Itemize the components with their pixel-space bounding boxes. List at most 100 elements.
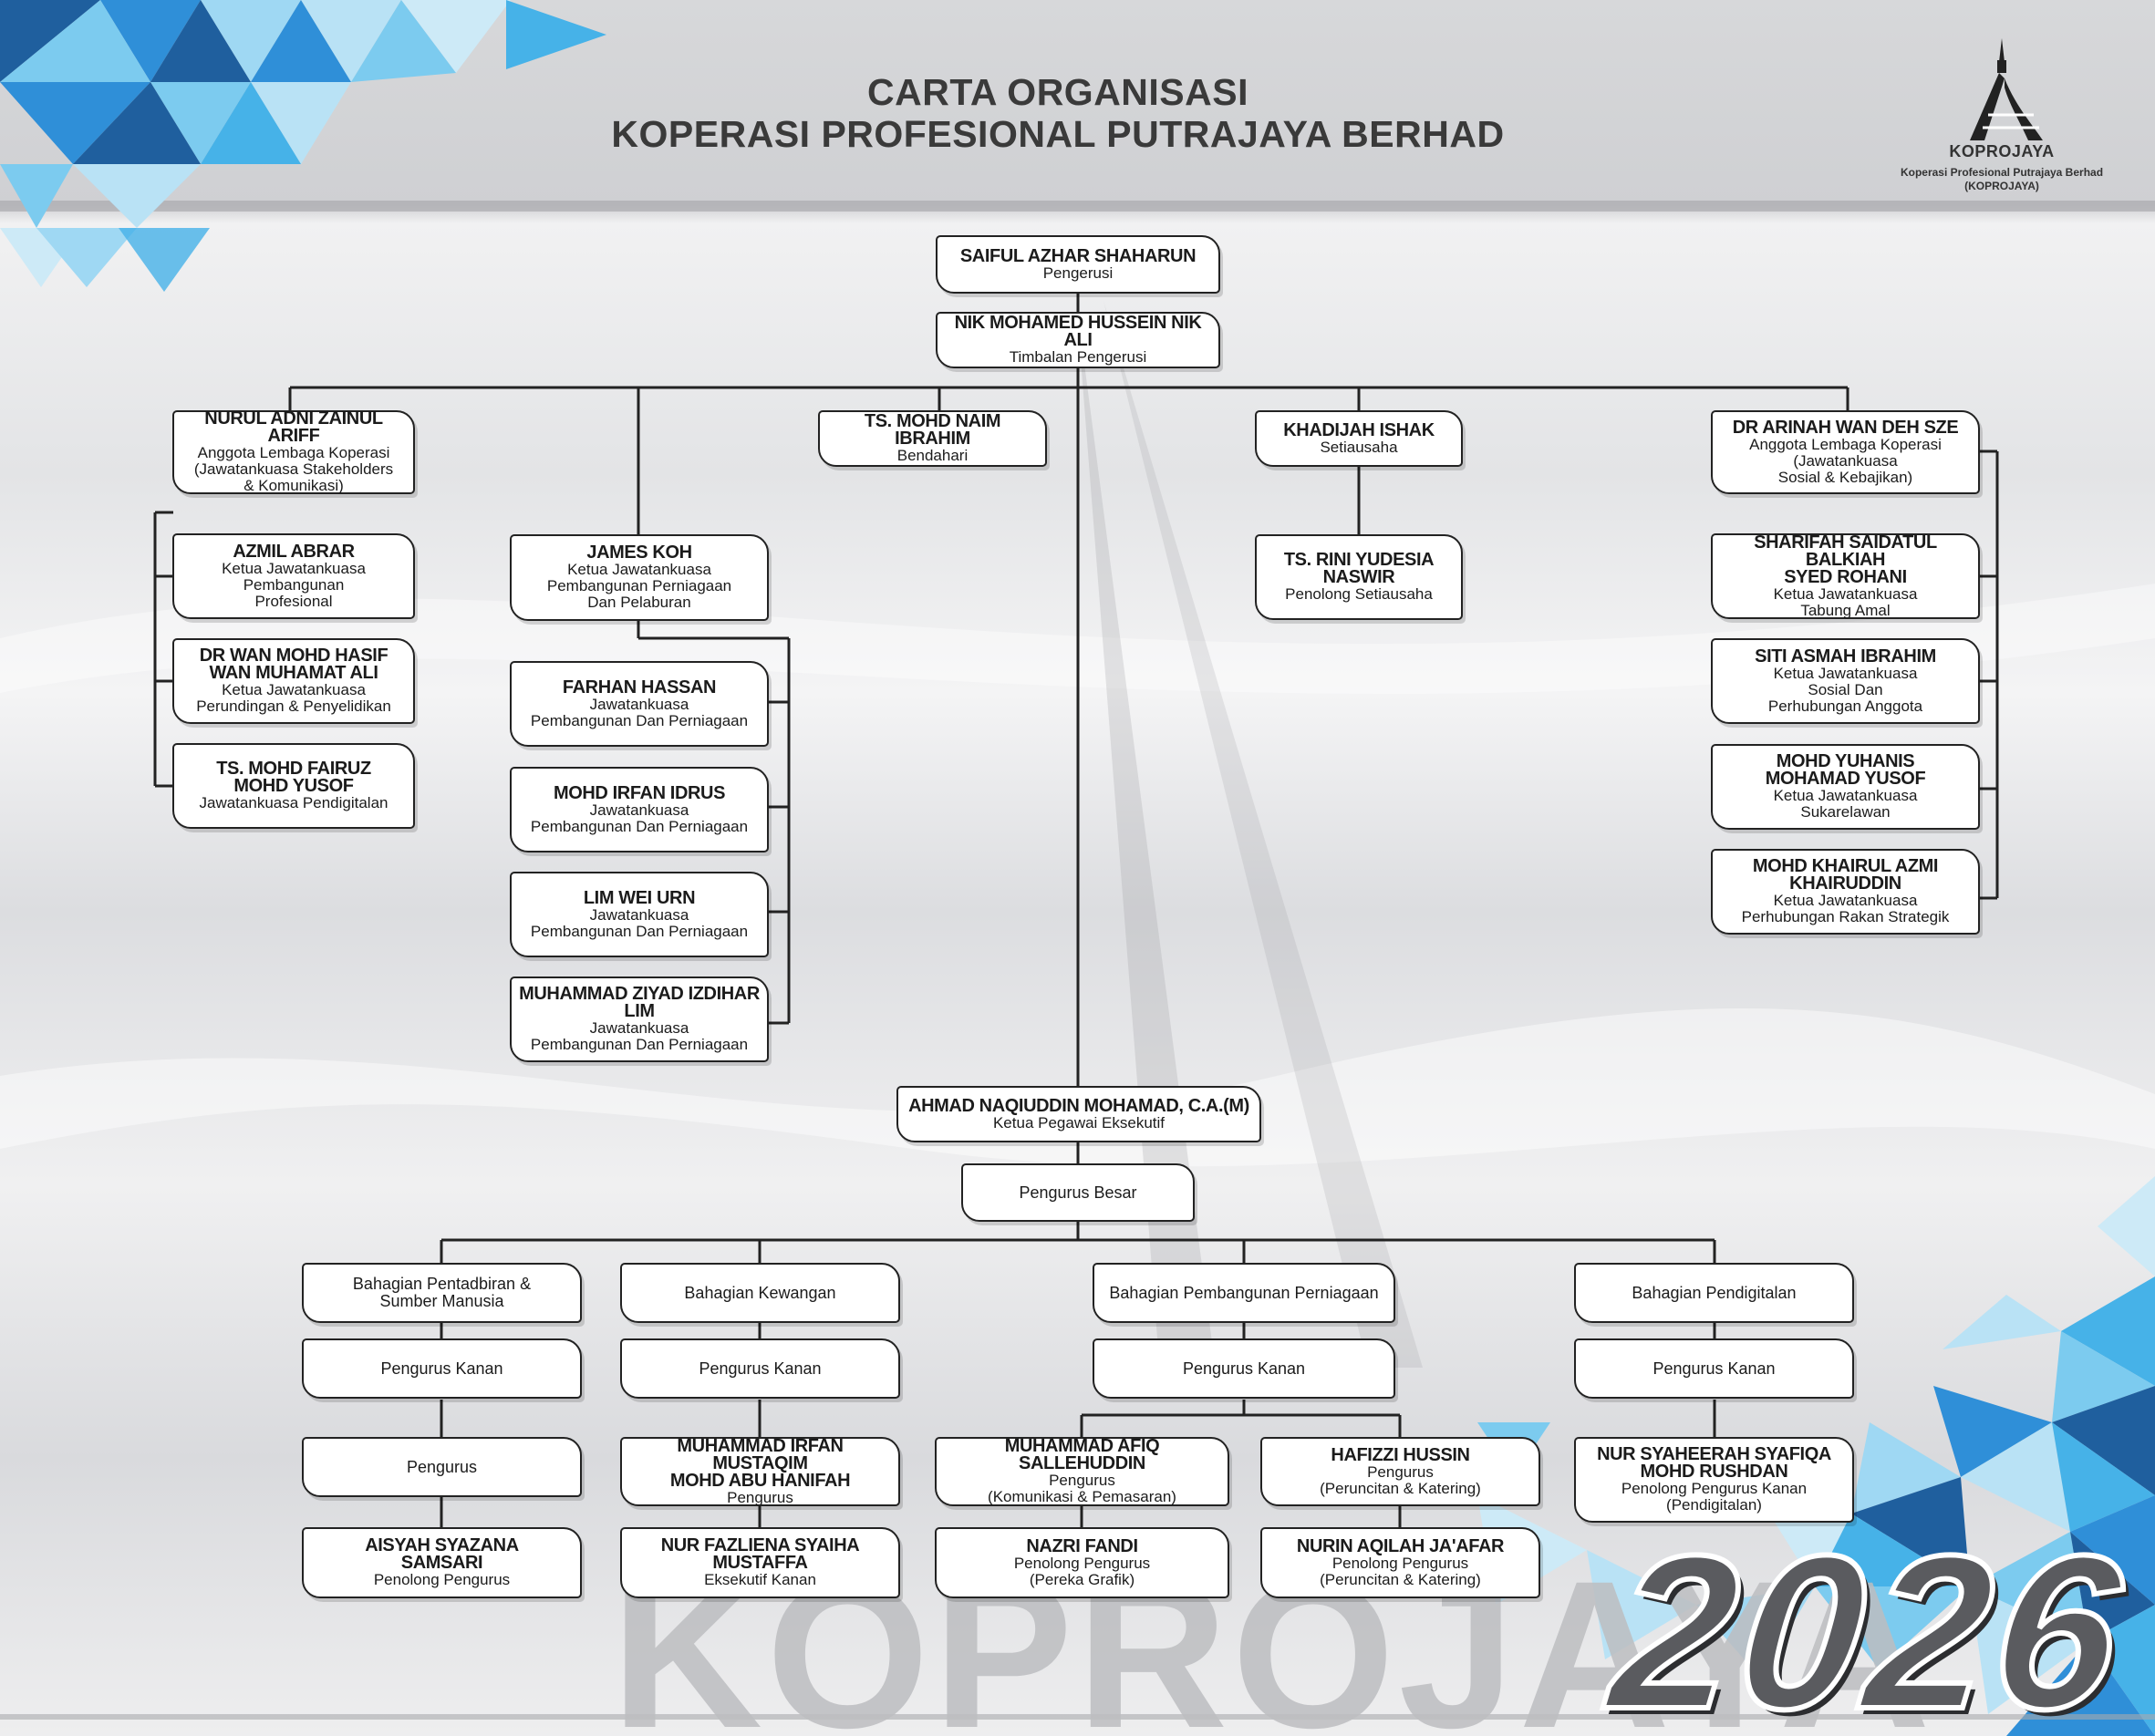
ceo-role: Ketua Pegawai Eksekutif xyxy=(992,1113,1166,1132)
business-senior-manager-label: Pengurus Kanan xyxy=(1182,1359,1306,1378)
year-graphic: 2026 xyxy=(1599,1507,2139,1736)
finance-senior-manager-box: Pengurus Kanan xyxy=(620,1338,900,1399)
arinah-name: DR ARINAH WAN DEH SZE xyxy=(1732,417,1959,438)
irfan-mustaqim-name: MUHAMMAD IRFAN MUSTAQIM MOHD ABU HANIFAH xyxy=(669,1435,851,1491)
staff-irfan-mustaqim-box: MUHAMMAD IRFAN MUSTAQIM MOHD ABU HANIFAH… xyxy=(620,1437,900,1506)
hasif-name: DR WAN MOHD HASIF WAN MUHAMAT ALI xyxy=(199,646,389,683)
deputy-chairman-role: Timbalan Pengerusi xyxy=(1009,348,1147,366)
afiq-name: MUHAMMAD AFIQ SALLEHUDDIN xyxy=(1004,1436,1160,1473)
logo-full-name: Koperasi Profesional Putrajaya Berhad xyxy=(1900,166,2104,179)
afiq-role: Pengurus (Komunikasi & Pemasaran) xyxy=(988,1472,1176,1505)
irfan-idrus-name: MOHD IRFAN IDRUS xyxy=(553,782,726,803)
azmil-role: Ketua Jawatankuasa Pembangunan Profesion… xyxy=(222,559,366,610)
dept-finance-box: Bahagian Kewangan xyxy=(620,1263,900,1323)
committee-hasif-box: DR WAN MOHD HASIF WAN MUHAMAT ALI Ketua … xyxy=(172,638,415,724)
staff-nurin-box: NURIN AQILAH JA'AFAR Penolong Pengurus (… xyxy=(1260,1527,1540,1598)
nazri-name: NAZRI FANDI xyxy=(1026,1535,1138,1556)
committee-azmil-box: AZMIL ABRAR Ketua Jawatankuasa Pembangun… xyxy=(172,533,415,619)
arinah-role: Anggota Lembaga Koperasi (Jawatankuasa S… xyxy=(1749,435,1942,486)
aisyah-role: Penolong Pengurus xyxy=(373,1571,511,1588)
committee-siti-box: SITI ASMAH IBRAHIM Ketua Jawatankuasa So… xyxy=(1711,638,1980,724)
ceo-name: AHMAD NAQIUDDIN MOHAMAD, C.A.(M) xyxy=(908,1095,1249,1116)
digital-senior-manager-label: Pengurus Kanan xyxy=(1653,1359,1776,1378)
chairman-box: SAIFUL AZHAR SHAHARUN Pengerusi xyxy=(936,235,1220,294)
fazliena-role: Eksekutif Kanan xyxy=(704,1571,816,1588)
ziyad-name: MUHAMMAD ZIYAD IZDIHAR LIM xyxy=(519,984,760,1021)
nurul-role: Anggota Lembaga Koperasi (Jawatankuasa S… xyxy=(193,444,394,494)
treasurer-name: TS. MOHD NAIM IBRAHIM xyxy=(864,411,1001,449)
dept-digital-label: Bahagian Pendigitalan xyxy=(1632,1283,1797,1302)
fairuz-name: TS. MOHD FAIRUZ MOHD YUSOF xyxy=(216,759,371,796)
dept-digital-box: Bahagian Pendigitalan xyxy=(1574,1263,1854,1323)
farhan-role: Jawatankuasa Pembangunan Dan Perniagaan xyxy=(530,695,749,729)
digital-senior-manager-box: Pengurus Kanan xyxy=(1574,1338,1854,1399)
siti-name: SITI ASMAH IBRAHIM xyxy=(1755,646,1936,666)
irfan-mustaqim-role: Pengurus xyxy=(727,1488,793,1506)
sharifah-role: Ketua Jawatankuasa Tabung Amal xyxy=(1773,584,1918,619)
dept-business-box: Bahagian Pembangunan Perniagaan xyxy=(1093,1263,1395,1323)
hafizzi-role: Pengurus (Peruncitan & Katering) xyxy=(1320,1462,1481,1497)
dept-admin-label: Bahagian Pentadbiran & Sumber Manusia xyxy=(352,1275,532,1310)
board-member-arinah-box: DR ARINAH WAN DEH SZE Anggota Lembaga Ko… xyxy=(1711,410,1980,494)
ceo-box: AHMAD NAQIUDDIN MOHAMAD, C.A.(M) Ketua P… xyxy=(896,1086,1261,1142)
deputy-chairman-box: NIK MOHAMED HUSSEIN NIK ALI Timbalan Pen… xyxy=(936,312,1220,368)
james-name: JAMES KOH xyxy=(586,542,692,563)
azmil-name: AZMIL ABRAR xyxy=(233,541,355,562)
admin-senior-manager-label: Pengurus Kanan xyxy=(380,1359,503,1378)
hasif-role: Ketua Jawatankuasa Perundingan & Penyeli… xyxy=(196,681,391,715)
chart-title-line2: KOPERASI PROFESIONAL PUTRAJAYA BERHAD xyxy=(611,113,1505,155)
committee-lim-box: LIM WEI URN Jawatankuasa Pembangunan Dan… xyxy=(510,872,769,957)
farhan-name: FARHAN HASSAN xyxy=(562,677,717,698)
aisyah-name: AISYAH SYAZANA SAMSARI xyxy=(365,1535,519,1573)
nurin-name: NURIN AQILAH JA'AFAR xyxy=(1296,1535,1505,1556)
assistant-secretary-box: TS. RINI YUDESIA NASWIR Penolong Setiaus… xyxy=(1255,534,1463,620)
lim-name: LIM WEI URN xyxy=(583,887,696,908)
chairman-role: Pengerusi xyxy=(1042,264,1114,282)
ziyad-role: Jawatankuasa Pembangunan Dan Perniagaan xyxy=(530,1019,749,1053)
committee-yuhanis-box: MOHD YUHANIS MOHAMAD YUSOF Ketua Jawatan… xyxy=(1711,744,1980,830)
khairul-role: Ketua Jawatankuasa Perhubungan Rakan Str… xyxy=(1741,892,1950,925)
staff-syaheerah-box: NUR SYAHEERAH SYAFIQA MOHD RUSHDAN Penol… xyxy=(1574,1437,1854,1523)
staff-afiq-box: MUHAMMAD AFIQ SALLEHUDDIN Pengurus (Komu… xyxy=(935,1437,1229,1506)
logo-brand: KOPROJAYA xyxy=(1949,142,2055,160)
admin-manager-box: Pengurus xyxy=(302,1437,582,1497)
yuhanis-name: MOHD YUHANIS MOHAMAD YUSOF xyxy=(1765,751,1926,789)
committee-fairuz-box: TS. MOHD FAIRUZ MOHD YUSOF Jawatankuasa … xyxy=(172,743,415,829)
committee-james-box: JAMES KOH Ketua Jawatankuasa Pembangunan… xyxy=(510,534,769,621)
committee-khairul-box: MOHD KHAIRUL AZMI KHAIRUDDIN Ketua Jawat… xyxy=(1711,849,1980,935)
syaheerah-role: Penolong Pengurus Kanan (Pendigitalan) xyxy=(1621,1480,1808,1514)
khairul-name: MOHD KHAIRUL AZMI KHAIRUDDIN xyxy=(1752,856,1939,894)
lim-role: Jawatankuasa Pembangunan Dan Perniagaan xyxy=(530,905,749,940)
board-member-nurul-box: NURUL ADNI ZAINUL ARIFF Anggota Lembaga … xyxy=(172,409,415,494)
staff-nazri-box: NAZRI FANDI Penolong Pengurus (Pereka Gr… xyxy=(935,1527,1229,1598)
treasurer-role: Bendahari xyxy=(896,447,969,464)
admin-senior-manager-box: Pengurus Kanan xyxy=(302,1338,582,1399)
yuhanis-role: Ketua Jawatankuasa Sukarelawan xyxy=(1773,787,1918,821)
sharifah-name: SHARIFAH SAIDATUL BALKIAH SYED ROHANI xyxy=(1754,532,1937,587)
general-manager-label: Pengurus Besar xyxy=(1019,1183,1137,1202)
siti-role: Ketua Jawatankuasa Sosial Dan Perhubunga… xyxy=(1767,664,1923,715)
fazliena-name: NUR FAZLIENA SYAIHA MUSTAFFA xyxy=(660,1535,860,1573)
nurin-role: Penolong Pengurus (Peruncitan & Katering… xyxy=(1320,1554,1481,1588)
secretary-name: KHADIJAH ISHAK xyxy=(1283,419,1435,440)
chart-title-line1: CARTA ORGANISASI xyxy=(867,71,1248,113)
chairman-name: SAIFUL AZHAR SHAHARUN xyxy=(959,245,1197,266)
irfan-idrus-role: Jawatankuasa Pembangunan Dan Perniagaan xyxy=(530,801,749,835)
putrajaya-tower-logo-icon xyxy=(1970,38,2043,140)
staff-aisyah-box: AISYAH SYAZANA SAMSARI Penolong Pengurus xyxy=(302,1527,582,1598)
deputy-chairman-name: NIK MOHAMED HUSSEIN NIK ALI xyxy=(954,313,1202,350)
general-manager-box: Pengurus Besar xyxy=(961,1163,1195,1222)
admin-manager-label: Pengurus xyxy=(406,1457,478,1476)
finance-senior-manager-label: Pengurus Kanan xyxy=(699,1359,822,1378)
rini-name: TS. RINI YUDESIA NASWIR xyxy=(1283,550,1435,587)
dept-admin-box: Bahagian Pentadbiran & Sumber Manusia xyxy=(302,1263,582,1323)
staff-fazliena-box: NUR FAZLIENA SYAIHA MUSTAFFA Eksekutif K… xyxy=(620,1527,900,1598)
committee-ziyad-box: MUHAMMAD ZIYAD IZDIHAR LIM Jawatankuasa … xyxy=(510,976,769,1062)
james-role: Ketua Jawatankuasa Pembangunan Perniagaa… xyxy=(546,561,732,611)
committee-farhan-box: FARHAN HASSAN Jawatankuasa Pembangunan D… xyxy=(510,661,769,747)
committee-sharifah-box: SHARIFAH SAIDATUL BALKIAH SYED ROHANI Ke… xyxy=(1711,533,1980,619)
logo-abbr: (KOPROJAYA) xyxy=(1964,180,2039,192)
